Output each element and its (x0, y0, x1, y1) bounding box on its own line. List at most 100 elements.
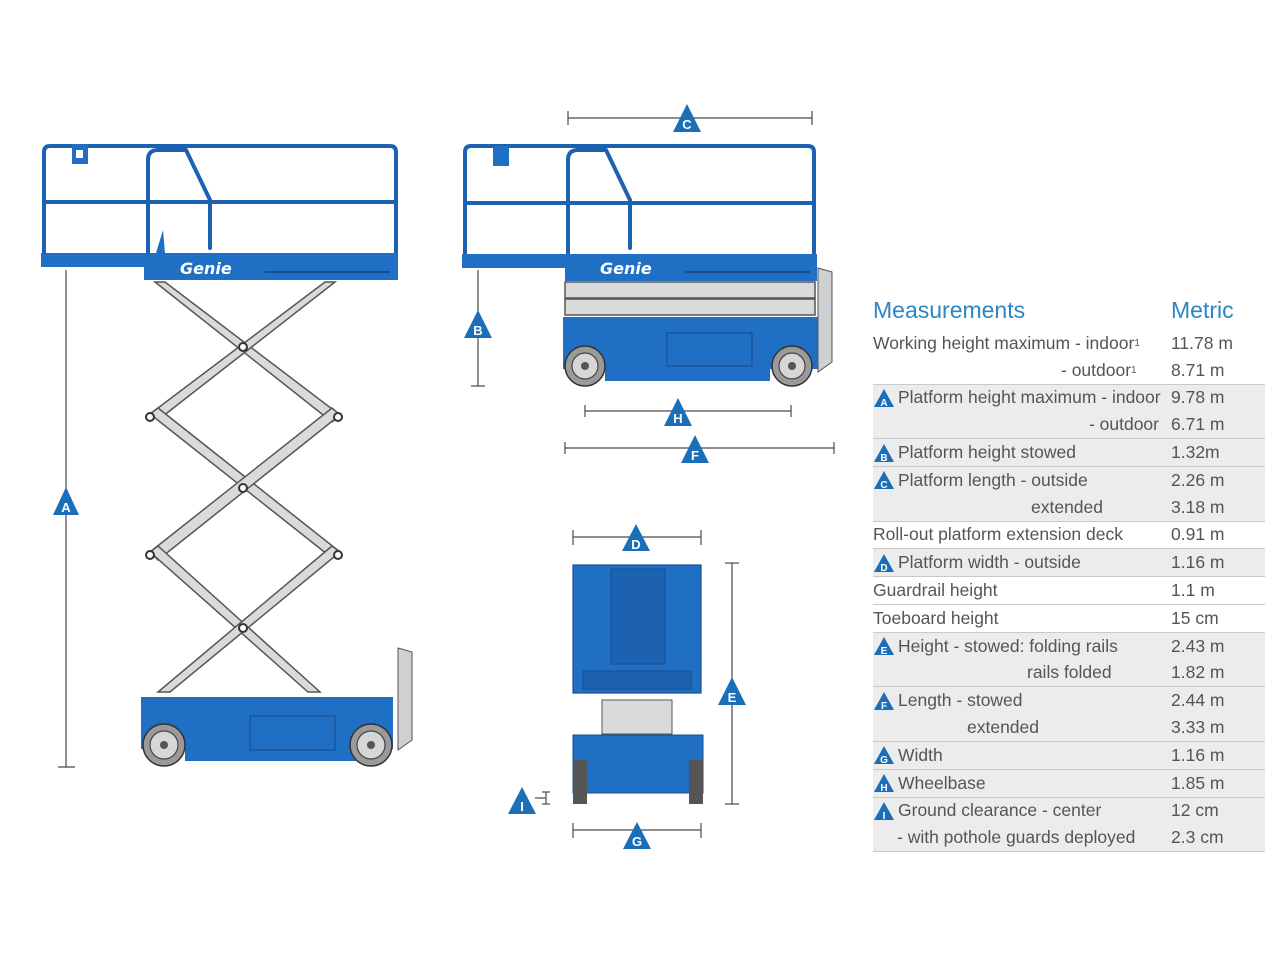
spec-label-text: Platform width - outside (898, 552, 1081, 573)
chassis-skirt (185, 749, 380, 761)
badge-b-icon: B (873, 443, 895, 463)
front-wheel-left (573, 760, 587, 804)
badge-d-icon: D (873, 553, 895, 573)
table-header: Measurements Metric (873, 290, 1265, 330)
spec-label-text: - with pothole guards deployed (897, 827, 1136, 848)
badge-d: D (622, 524, 650, 552)
spec-value: 6.71 m (1171, 414, 1225, 435)
folded-scissor-arm (564, 281, 816, 299)
side-view-stowed: C B Genie (462, 104, 835, 463)
spec-value: 2.44 m (1171, 690, 1225, 711)
rear-wheel (564, 345, 606, 387)
svg-text:A: A (880, 398, 887, 408)
spec-value: 1.16 m (1171, 552, 1225, 573)
spec-label-text: - outdoor (1088, 414, 1159, 435)
spec-label: rails folded (873, 662, 1171, 683)
svg-text:D: D (631, 537, 640, 552)
svg-text:F: F (691, 448, 699, 463)
table-title: Measurements (873, 296, 1026, 323)
spec-label-text: - outdoor (1061, 359, 1132, 380)
spec-value: 0.91 m (1171, 524, 1225, 545)
chassis-skirt (605, 369, 770, 381)
spec-label-text: extended (967, 717, 1040, 738)
table-row: - outdoor 6.71 m (873, 411, 1265, 438)
gate-rail (146, 148, 212, 264)
extension-deck (41, 253, 151, 267)
control-box-window (76, 150, 83, 158)
spec-value: 11.78 m (1171, 332, 1233, 353)
platform-deck (144, 253, 398, 280)
badge-h: H (664, 398, 692, 426)
front-chassis (572, 734, 704, 794)
badge-e-icon: E (873, 636, 895, 656)
spec-value: 1.85 m (1171, 772, 1225, 793)
badge-g: G (623, 822, 651, 849)
platform-deck (565, 254, 817, 281)
spec-value: 2.43 m (1171, 635, 1225, 656)
battery-door (249, 715, 336, 751)
svg-text:E: E (728, 690, 737, 705)
spec-group: D Platform width - outside 1.16 m (873, 549, 1265, 578)
spec-label: - outdoor (873, 414, 1171, 435)
table-row: H Wheelbase 1.85 m (873, 770, 1265, 797)
spec-label-text: Length - stowed (898, 690, 1023, 711)
svg-text:D: D (880, 563, 887, 573)
spec-value: 12 cm (1171, 800, 1219, 821)
spec-label: Guardrail height (873, 580, 1171, 601)
front-scissor-block (601, 699, 673, 735)
platform-bracket (156, 230, 165, 253)
svg-text:B: B (880, 453, 887, 463)
spec-value: 2.3 cm (1171, 827, 1224, 848)
spec-label-text: Platform height stowed (898, 442, 1077, 463)
spec-label: - with pothole guards deployed (873, 827, 1171, 848)
measurements-table: Measurements Metric Working height maxim… (873, 290, 1265, 853)
svg-text:H: H (880, 783, 887, 793)
entry-ladder (397, 647, 413, 751)
scissor-stack (145, 281, 343, 693)
spec-label: extended (873, 497, 1171, 518)
spec-label: B Platform height stowed (873, 442, 1171, 463)
spec-label: Roll-out platform extension deck (873, 524, 1171, 545)
spec-label: D Platform width - outside (873, 552, 1171, 573)
svg-text:B: B (473, 323, 482, 338)
svg-text:C: C (682, 117, 692, 132)
spec-label-text: Wheelbase (898, 772, 986, 793)
badge-i: I (508, 787, 536, 814)
table-row: - with pothole guards deployed 2.3 cm (873, 824, 1265, 851)
spec-label-text: rails folded (1027, 662, 1112, 683)
entry-ladder (817, 267, 833, 373)
spec-label-text: Width (898, 744, 943, 765)
spec-value: 1.1 m (1171, 580, 1215, 601)
spec-label-text: Toeboard height (873, 607, 999, 628)
badge-g-icon: G (873, 745, 895, 765)
spec-label-text: Working height maximum - indoor (873, 332, 1135, 353)
badge-f-icon: F (873, 691, 895, 711)
control-box (493, 146, 509, 166)
svg-text:H: H (673, 411, 682, 426)
